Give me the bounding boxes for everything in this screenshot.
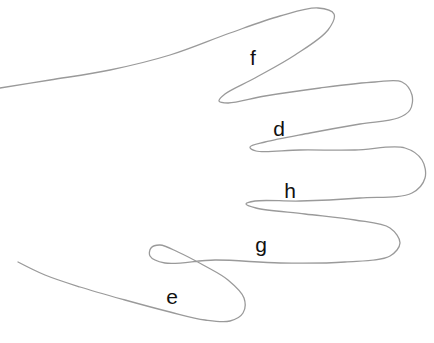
part-label: h bbox=[284, 180, 296, 201]
part-label: g bbox=[255, 234, 267, 255]
part-label: f bbox=[250, 47, 256, 68]
part-label: d bbox=[273, 118, 285, 139]
part-label: e bbox=[166, 286, 178, 307]
hand-outline bbox=[0, 8, 426, 322]
